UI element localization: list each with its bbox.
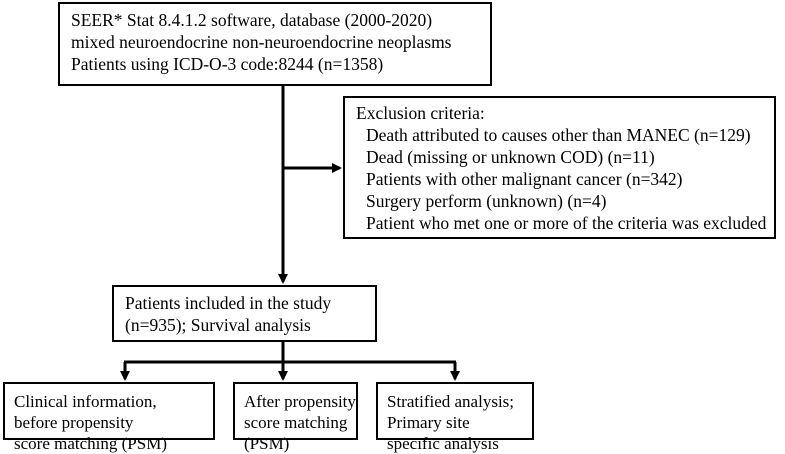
exclusion-criterion: Patients with other malignant cancer (n=… bbox=[366, 169, 683, 189]
exclusion-criteria-box: Exclusion criteria: Death attributed to … bbox=[343, 96, 776, 239]
included-patients-box: Patients included in the study (n=935); … bbox=[112, 285, 377, 342]
exclusion-title: Exclusion criteria: bbox=[356, 103, 485, 123]
psm-line: After propensity bbox=[244, 392, 356, 411]
clinical-line: before propensity bbox=[14, 413, 134, 432]
included-line: Patients included in the study bbox=[125, 293, 332, 313]
flow-diagram: SEER* Stat 8.4.1.2 software, database (2… bbox=[3, 2, 776, 453]
exclusion-criterion: Patient who met one or more of the crite… bbox=[366, 213, 767, 233]
source-line: Patients using ICD-O-3 code:8244 (n=1358… bbox=[71, 54, 384, 74]
exclusion-criterion: Dead (missing or unknown COD) (n=11) bbox=[366, 147, 655, 167]
psm-line: score matching bbox=[244, 413, 348, 432]
exclusion-criterion: Surgery perform (unknown) (n=4) bbox=[366, 191, 607, 211]
included-line: (n=935); Survival analysis bbox=[125, 315, 311, 335]
connector-layer bbox=[120, 86, 460, 381]
exclusion-criterion: Death attributed to causes other than MA… bbox=[366, 125, 751, 145]
source-line: SEER* Stat 8.4.1.2 software, database (2… bbox=[71, 10, 433, 30]
clinical-line: Clinical information, bbox=[14, 392, 157, 411]
stratified-line: Stratified analysis; bbox=[387, 392, 515, 411]
source-box: SEER* Stat 8.4.1.2 software, database (2… bbox=[58, 2, 492, 86]
after-psm-box: After propensity score matching (PSM) bbox=[233, 382, 358, 453]
stratified-line: Primary site bbox=[387, 413, 470, 432]
source-line: mixed neuroendocrine non-neuroendocrine … bbox=[71, 32, 452, 52]
clinical-information-box: Clinical information, before propensity … bbox=[3, 382, 215, 453]
stratified-analysis-box: Stratified analysis; Primary site specif… bbox=[376, 382, 534, 453]
